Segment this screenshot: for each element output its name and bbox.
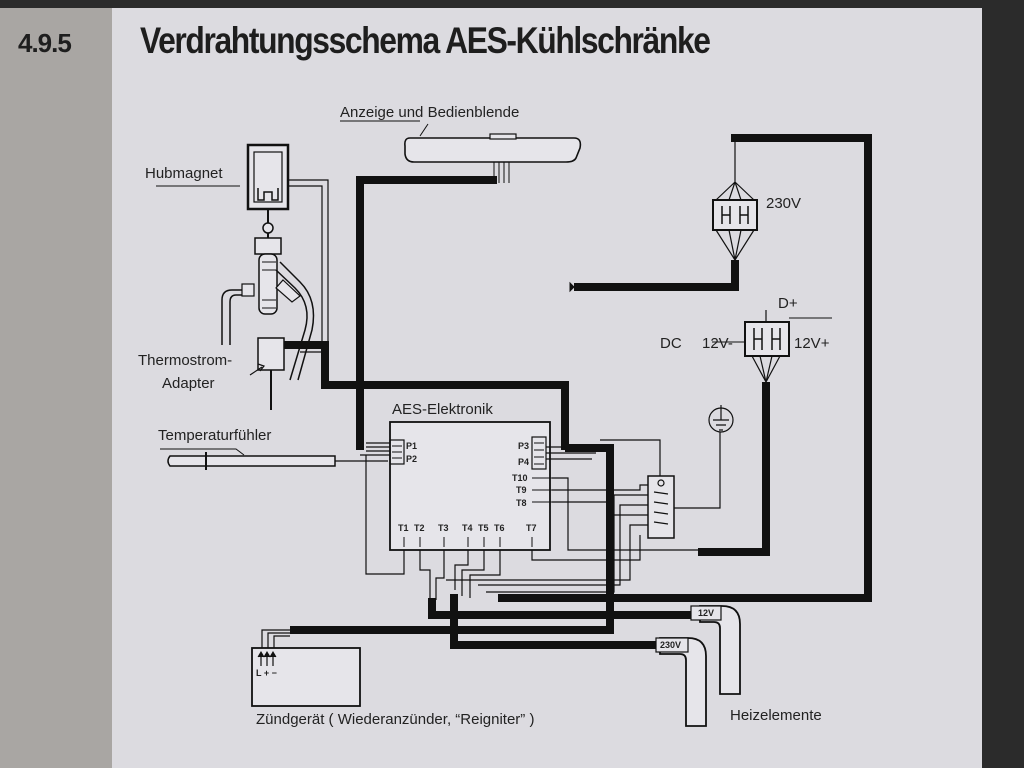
left-margin-bar [0,8,112,768]
pin-p2: P2 [406,454,417,464]
pin-p4: P4 [518,457,529,467]
heating-element-230v [655,637,707,727]
gas-valve-assembly [221,237,315,410]
page-title: Verdrahtungsschema AES-Kühlschränke [140,20,711,61]
pin-t9: T9 [516,485,527,495]
dc-minus-label: 12V- [702,335,733,352]
igniter-terminals-label: L + − [256,668,277,678]
display-panel [340,120,582,183]
display-panel-label: Anzeige und Bedienblende [340,104,519,121]
mains-230v-label: 230V [766,195,801,212]
thermo-adapter-label-2: Adapter [162,375,215,392]
pin-p3: P3 [518,441,529,451]
pin-t3: T3 [438,523,449,533]
ground-icon [708,405,734,433]
dc-label: DC [660,335,682,352]
aes-electronics-label: AES-Elektronik [392,401,493,418]
d-plus-label: D+ [778,295,798,312]
igniter-box [251,647,361,707]
pin-t10: T10 [512,473,528,483]
section-number: 4.9.5 [18,28,72,58]
pin-t8: T8 [516,498,527,508]
pin-p1: P1 [406,441,417,451]
heater-12v-label: 12V [698,608,714,618]
dc-12v-connector [744,310,832,383]
lifting-magnet-label: Hubmagnet [145,165,223,182]
pin-t1: T1 [398,523,409,533]
lifting-magnet [246,143,290,238]
pin-t4: T4 [462,523,473,533]
pin-t7: T7 [526,523,537,533]
pin-t5: T5 [478,523,489,533]
pin-t6: T6 [494,523,505,533]
mains-230v-connector [712,142,758,261]
pin-t2: T2 [414,523,425,533]
temperature-sensor-label: Temperaturfühler [158,427,271,444]
igniter-label: Zündgerät ( Wiederanzünder, “Reigniter” … [256,711,534,728]
temperature-sensor [160,448,388,470]
heater-230v-label: 230V [660,640,681,650]
heating-elements-label: Heizelemente [730,707,822,724]
aes-electronics-box [360,421,600,551]
dc-plus-label: 12V+ [794,335,830,352]
thermo-adapter-label-1: Thermostrom- [138,352,232,369]
heating-element-12v [690,605,741,695]
mode-switch [600,432,721,539]
